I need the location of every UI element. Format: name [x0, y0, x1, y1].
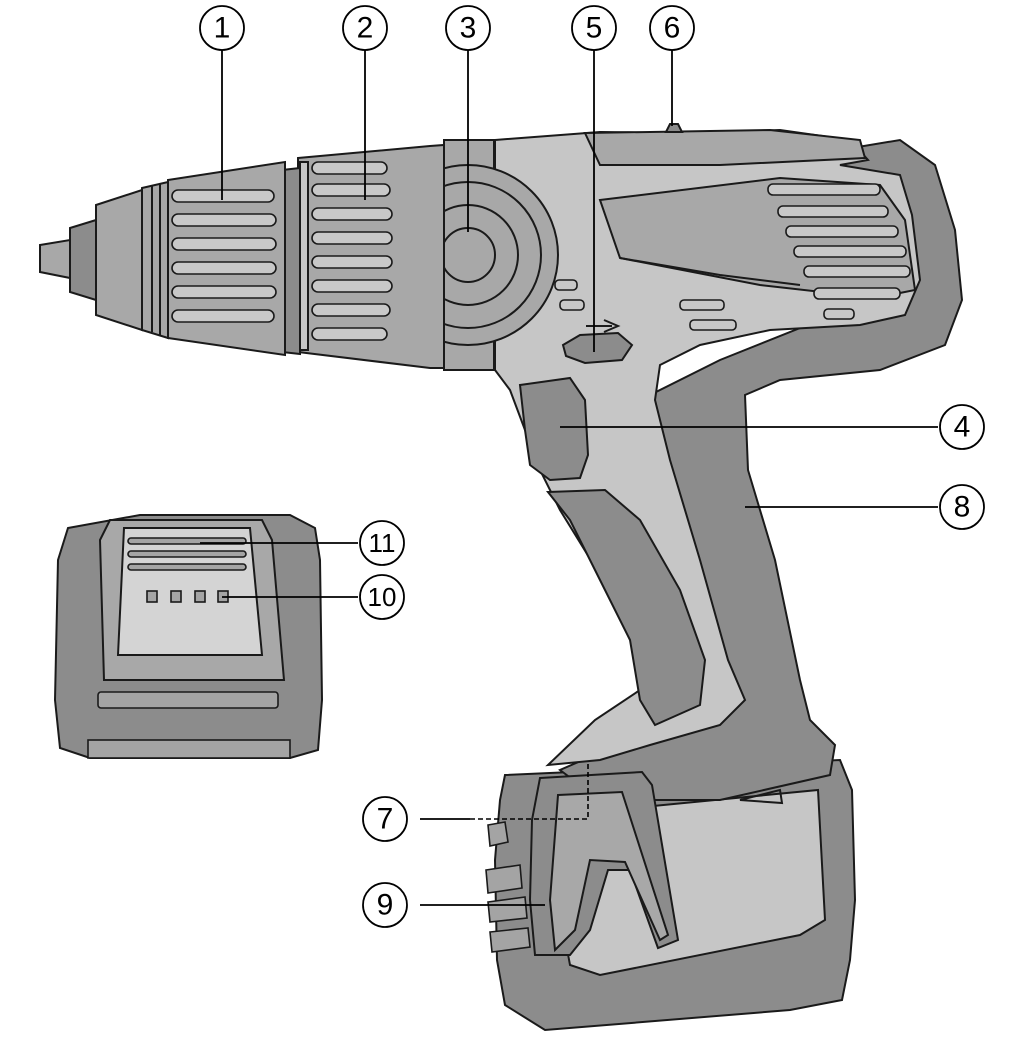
callout-10-label: 10 [368, 582, 397, 612]
direction-switch [561, 331, 634, 365]
callout-5-label: 5 [586, 12, 603, 45]
keyless-chuck [39, 160, 301, 357]
callout-8-label: 8 [954, 491, 971, 524]
callout-7-label: 7 [377, 803, 394, 836]
callout-4: 4 [939, 404, 985, 450]
callout-6-label: 6 [664, 12, 681, 45]
callout-8: 8 [939, 484, 985, 530]
callout-3: 3 [445, 5, 491, 51]
top-indicator [664, 123, 684, 133]
callout-11: 11 [359, 520, 405, 566]
air-vents [554, 183, 911, 331]
callout-3-label: 3 [460, 12, 477, 45]
callout-5: 5 [571, 5, 617, 51]
callout-1: 1 [199, 5, 245, 51]
callout-4-label: 4 [954, 411, 971, 444]
callout-1-label: 1 [214, 12, 231, 45]
callout-11-label: 11 [369, 528, 396, 558]
callout-9: 9 [362, 882, 408, 928]
drill-housing [494, 123, 964, 801]
callout-10: 10 [359, 574, 405, 620]
spare-battery [53, 514, 324, 759]
callout-2: 2 [342, 5, 388, 51]
callout-7: 7 [362, 796, 408, 842]
callout-6: 6 [649, 5, 695, 51]
trigger [518, 376, 590, 482]
torque-collar [297, 143, 445, 369]
callout-9-label: 9 [377, 889, 394, 922]
callout-2-label: 2 [357, 12, 374, 45]
battery-release-latch [528, 770, 680, 956]
leader-lines [200, 50, 938, 906]
